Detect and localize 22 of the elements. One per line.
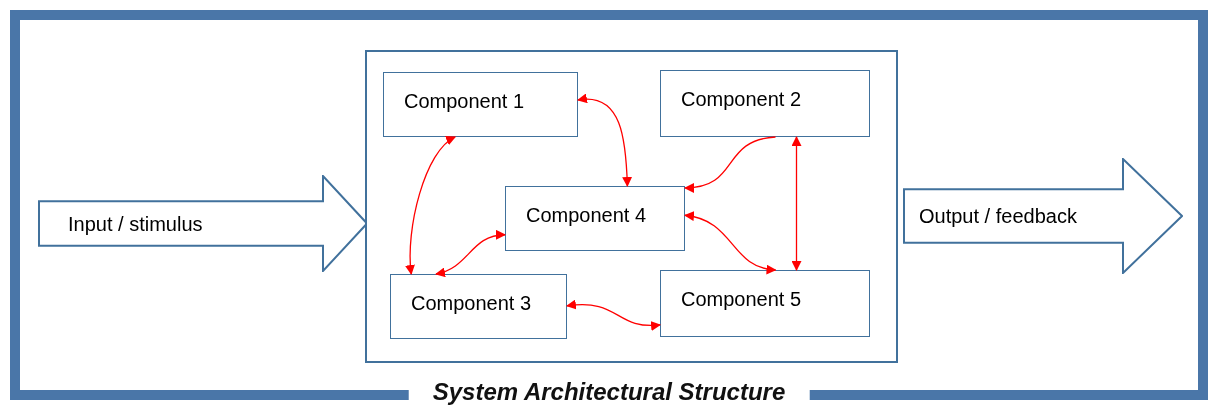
arrow-label: Input / stimulus: [68, 211, 203, 237]
connector-arrow: [566, 300, 661, 331]
connector-arrow: [435, 230, 506, 277]
component-box: [660, 270, 870, 337]
component-label: Component 5: [681, 287, 803, 311]
component-label: Component 1: [404, 89, 526, 113]
connector-arrow: [405, 136, 456, 275]
component-label: Component 4: [526, 203, 648, 227]
connector-arrow: [791, 136, 802, 271]
component-box: [505, 186, 685, 251]
connector-arrow: [577, 94, 633, 187]
component-label: Component 2: [681, 87, 803, 111]
component-label: Component 3: [411, 291, 533, 315]
system-box: [365, 50, 898, 363]
arrow-label: Output / feedback: [919, 204, 1077, 229]
component-box: [390, 274, 567, 339]
connector-arrow: [684, 136, 777, 193]
block-arrow: [903, 158, 1183, 274]
component-box: [383, 72, 578, 137]
connector-arrow: [684, 211, 777, 274]
component-box: [660, 70, 870, 137]
block-arrow: [38, 175, 368, 272]
